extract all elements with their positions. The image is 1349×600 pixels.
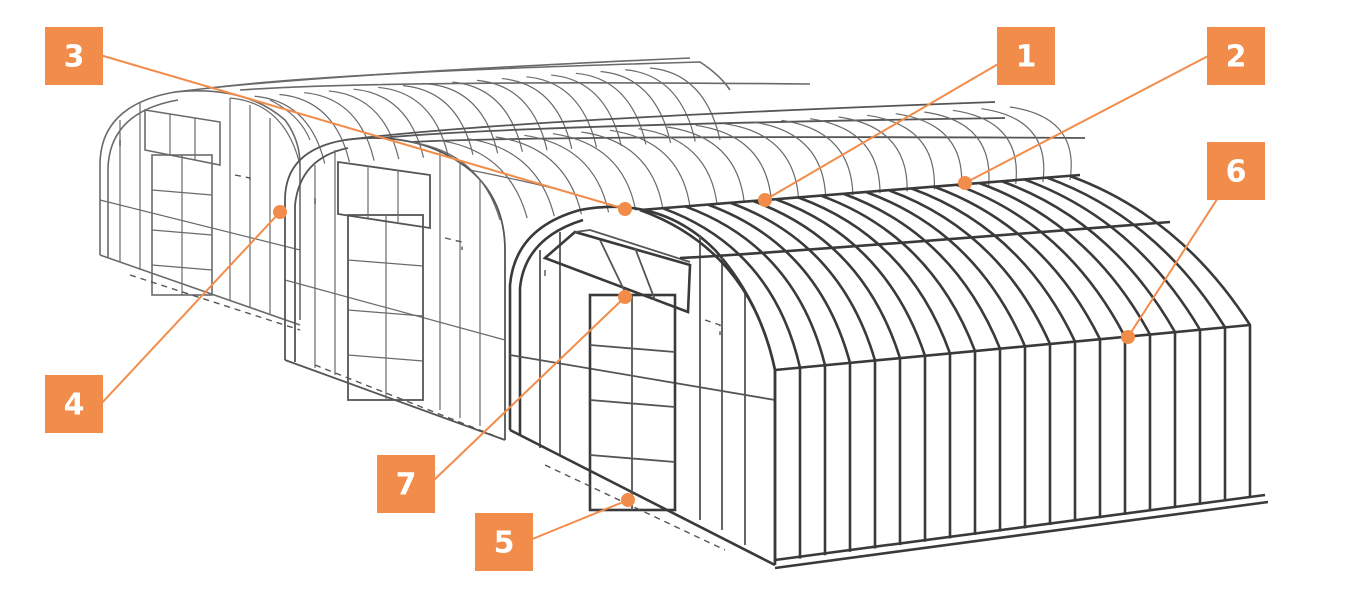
frame-rib (730, 201, 877, 549)
frame-rib (600, 70, 672, 144)
frame-rib (924, 111, 990, 186)
frame-rib (667, 126, 745, 203)
frame-rib (695, 124, 773, 202)
frame-rib (467, 138, 555, 217)
back-roof-ribs (229, 67, 721, 166)
marker-dot-1 (758, 193, 772, 207)
frame-rib (438, 139, 528, 219)
frame-rib (1024, 178, 1202, 505)
frame-rib (838, 116, 908, 192)
frame-rib (867, 114, 935, 190)
callout-number-3: 3 (64, 40, 85, 75)
callout-number-7: 7 (396, 468, 417, 503)
frame-rib (477, 79, 548, 151)
frame-rib (575, 72, 647, 145)
callout-label-7: 7 (377, 455, 435, 513)
callout-label-2: 2 (1207, 27, 1265, 85)
frame-rib (797, 196, 952, 539)
callout-label-6: 6 (1207, 142, 1265, 200)
frame-rib (820, 194, 977, 536)
callout-number-1: 1 (1016, 40, 1037, 75)
frame-rib (649, 67, 721, 141)
frame-rib (229, 97, 301, 166)
frame-rib (552, 133, 637, 211)
callout-number-2: 2 (1226, 40, 1247, 75)
frame-rib (638, 128, 718, 205)
frame-rib (888, 189, 1052, 525)
frame-rib (1001, 180, 1177, 509)
frame-rib (378, 86, 449, 157)
frame-rib (933, 185, 1102, 519)
marker-dot-6 (1121, 330, 1135, 344)
frame-rib (328, 90, 400, 160)
callout-label-4: 4 (45, 375, 103, 433)
frame-rib (495, 136, 583, 215)
front-ribs (639, 174, 1252, 562)
frame-rib (1009, 106, 1072, 181)
marker-dot-5 (621, 493, 635, 507)
frame-rib (524, 134, 610, 213)
back-greenhouse (99, 57, 811, 331)
front-greenhouse (508, 173, 1269, 570)
frame-rib (956, 183, 1127, 515)
frame-rib (625, 69, 696, 142)
frame-rib (501, 77, 573, 149)
middle-greenhouse (284, 101, 1086, 441)
frame-rib (279, 93, 350, 163)
marker-dot-7 (618, 290, 632, 304)
frame-rib (609, 129, 691, 207)
frame-rib (781, 119, 854, 196)
frame-rib (409, 141, 501, 221)
marker-dot-2 (958, 176, 972, 190)
frame-rib (752, 199, 902, 546)
callout-label-5: 5 (475, 513, 533, 571)
frame-rib (981, 108, 1045, 182)
frame-rib (662, 206, 802, 559)
callout-number-5: 5 (494, 526, 515, 561)
frame-rib (707, 203, 852, 552)
callout-dots (273, 176, 1135, 507)
frame-rib (254, 95, 326, 164)
marker-dot-3 (618, 202, 632, 216)
frame-rib (1046, 176, 1227, 502)
frame-rib (843, 192, 1002, 532)
frame-rib (639, 208, 777, 562)
callout-number-4: 4 (64, 388, 85, 423)
frame-rib (1069, 174, 1252, 498)
frame-rib (865, 190, 1027, 529)
callout-label-3: 3 (45, 27, 103, 85)
frame-rib (752, 121, 827, 198)
frame-rib (895, 113, 963, 188)
frame-rib (427, 83, 499, 154)
frame-rib (775, 198, 927, 542)
frame-rib (952, 109, 1017, 184)
frame-rib (304, 92, 375, 161)
frame-rib (402, 85, 474, 155)
frame-rib (809, 118, 881, 194)
frame-rib (684, 205, 827, 556)
callout-label-1: 1 (997, 27, 1055, 85)
marker-dot-4 (273, 205, 287, 219)
frame-rib (724, 123, 800, 200)
frame-rib (911, 187, 1077, 522)
callout-number-6: 6 (1226, 155, 1247, 190)
frame-rib (581, 131, 664, 209)
middle-roof-ribs (409, 106, 1072, 221)
frame-rib (551, 74, 622, 147)
